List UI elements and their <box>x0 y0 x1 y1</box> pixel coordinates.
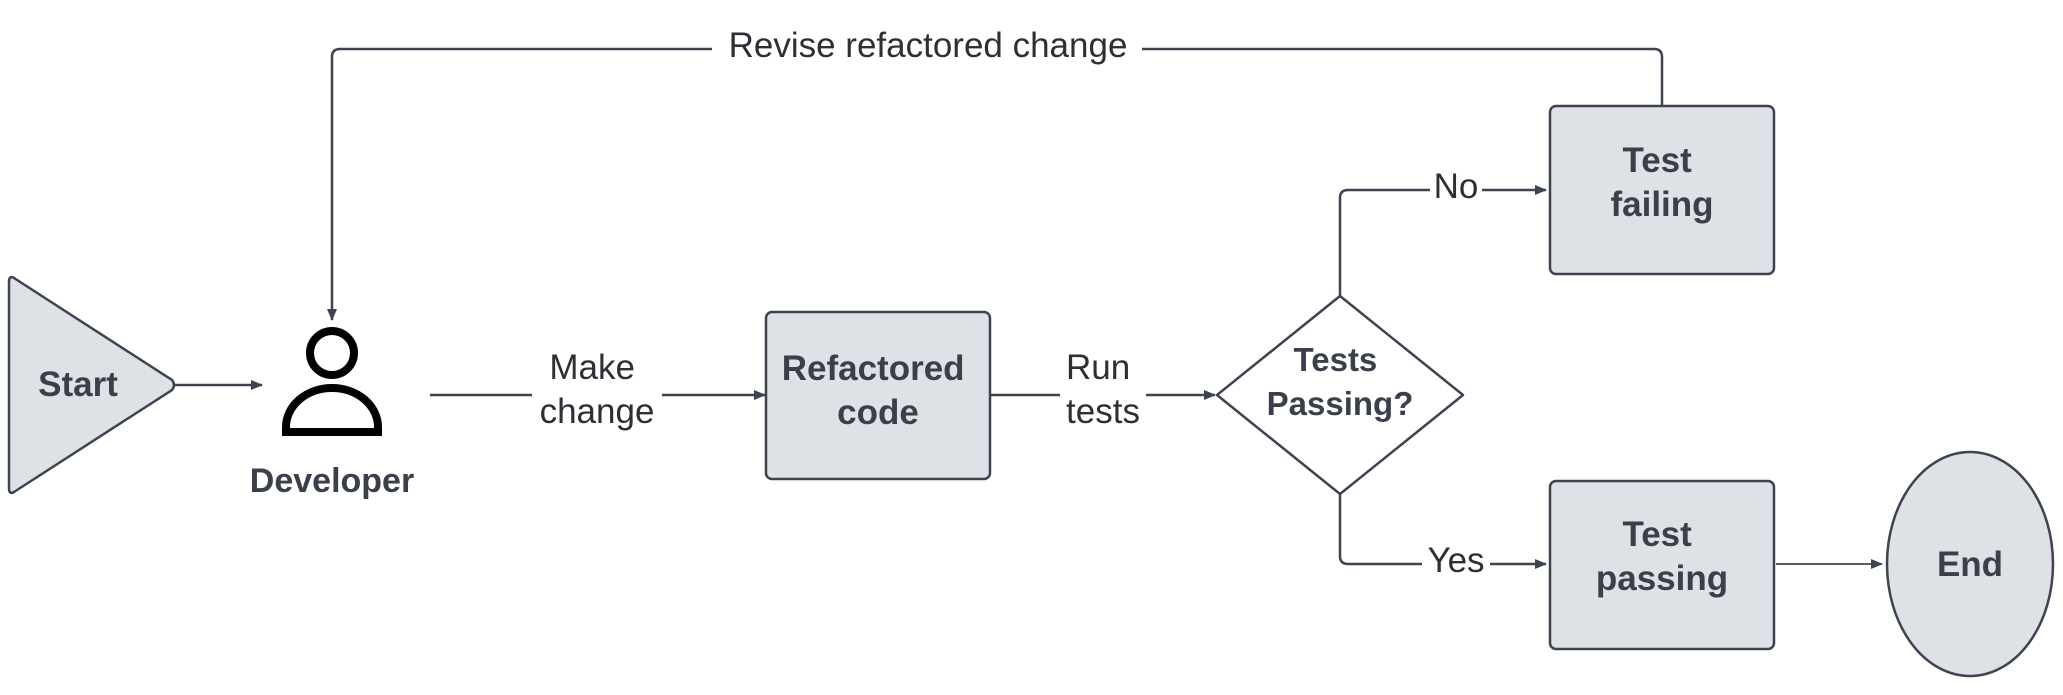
test-passing-node-label: Test passing <box>1596 515 1728 598</box>
edge-no: No <box>1338 167 1547 296</box>
tests-passing-decision-label: Tests Passing? <box>1267 341 1414 422</box>
refactored-code-node: Refactored code <box>764 310 992 481</box>
developer-node-label: Developer <box>250 462 414 500</box>
edge-label-bg <box>712 27 1142 71</box>
edge-label-bg <box>1430 168 1482 212</box>
edge-label-no: No <box>1434 167 1479 206</box>
developer-node: Developer <box>250 327 414 500</box>
edge-label-run-tests: Run tests <box>1066 348 1140 431</box>
end-node: End <box>1885 450 2055 678</box>
edge-label-yes: Yes <box>1427 541 1484 580</box>
start-node: Start <box>7 275 176 495</box>
edge-make-change: Make change <box>430 346 766 438</box>
tests-passing-decision: Tests Passing? <box>1215 294 1465 496</box>
refactored-code-node-label: Refactored code <box>782 349 975 432</box>
end-node-label: End <box>1937 545 2003 584</box>
edge-revise-refactored-change: Revise refactored change <box>327 26 1664 321</box>
test-passing-node: Test passing <box>1548 479 1776 651</box>
test-failing-node: Test failing <box>1548 104 1776 276</box>
test-failing-node-label: Test failing <box>1610 141 1713 224</box>
person-icon <box>282 327 382 436</box>
edge-label-bg <box>532 346 662 438</box>
edge-label-bg <box>1422 542 1490 586</box>
edge-label-revise: Revise refactored change <box>729 26 1128 65</box>
edge-label-bg <box>1060 346 1146 438</box>
edge-yes: Yes <box>1338 494 1547 586</box>
edge-label-make-change: Make change <box>540 348 655 431</box>
start-node-label: Start <box>38 365 118 404</box>
edge-run-tests: Run tests <box>990 346 1216 438</box>
